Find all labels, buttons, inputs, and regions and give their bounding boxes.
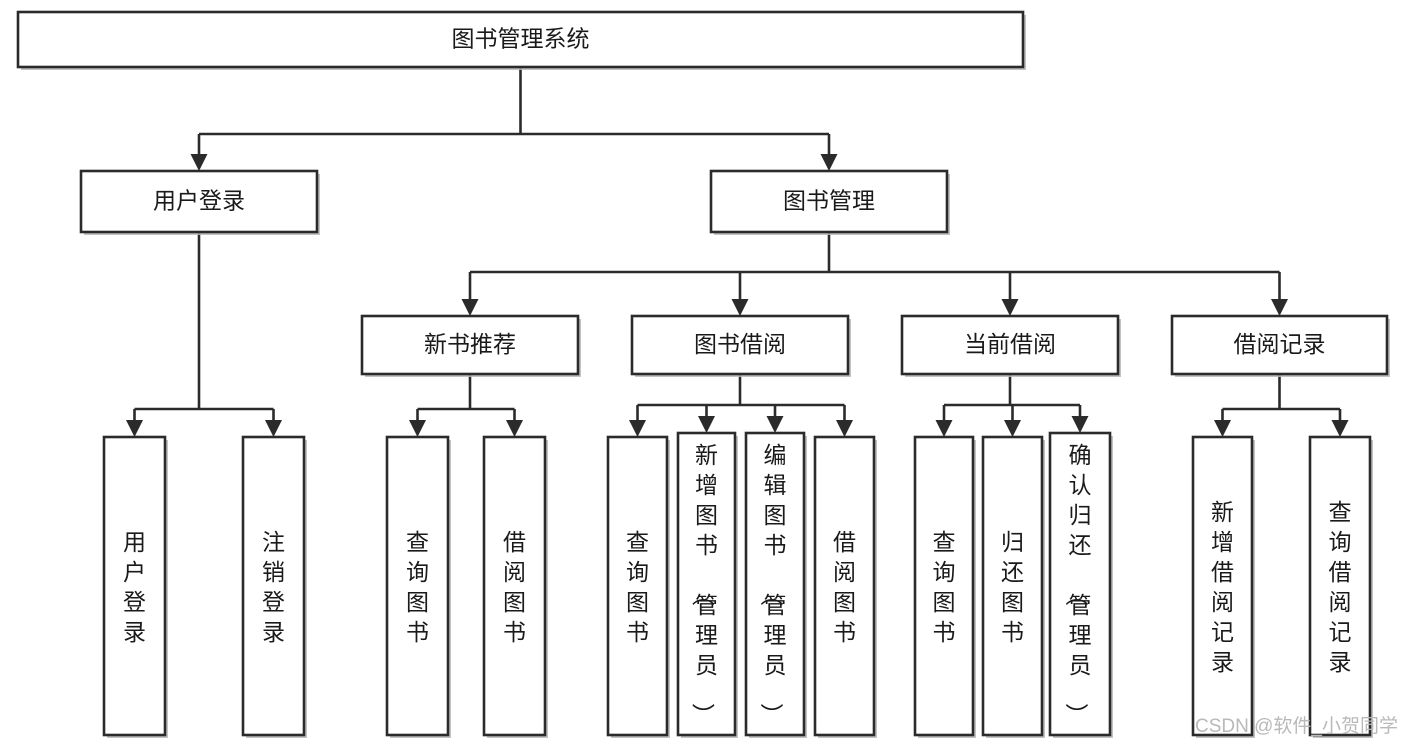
node-l2-user-login[interactable]: 用户登录	[79, 169, 320, 235]
node-rect[interactable]	[744, 431, 806, 737]
node-rect[interactable]	[630, 314, 850, 376]
node-label: 用户登录	[123, 529, 146, 645]
node-rect[interactable]	[241, 435, 306, 737]
node-rect[interactable]	[981, 435, 1044, 737]
node-label: 确认归还（管理员）	[1064, 442, 1092, 726]
connector-arrowhead	[461, 299, 479, 316]
connector-arrowhead	[731, 299, 749, 316]
node-l3-new-book-rec[interactable]: 新书推荐	[360, 314, 581, 377]
connector-arrowhead	[1001, 299, 1019, 316]
connector-arrowhead	[820, 154, 838, 171]
connector-arrowhead	[1331, 420, 1349, 437]
connector-arrowhead	[629, 420, 646, 437]
connector-arrowhead	[190, 154, 208, 171]
node-rect[interactable]	[813, 435, 876, 737]
node-layer: 图书管理系统用户登录图书管理新书推荐图书借阅当前借阅借阅记录用户登录注销登录查询…	[16, 10, 1390, 738]
csdn-watermark: CSDN @软件_小贺同学	[1195, 715, 1398, 737]
node-label: 借阅图书	[503, 529, 526, 645]
connector-arrowhead	[1271, 299, 1288, 316]
node-leaf-query-book-cur[interactable]: 查询图书	[913, 435, 976, 738]
connector-group	[1214, 374, 1349, 437]
node-l3-current-borrow[interactable]: 当前借阅	[900, 314, 1121, 377]
node-leaf-return-book[interactable]: 归还图书	[981, 435, 1045, 738]
node-label: 新增借阅记录	[1211, 499, 1234, 675]
connector-arrowhead	[409, 420, 426, 437]
node-label: 借阅图书	[833, 529, 856, 645]
node-rect[interactable]	[1191, 435, 1254, 737]
node-root[interactable]: 图书管理系统	[16, 10, 1026, 70]
node-label: 查询图书	[626, 529, 649, 645]
connector-group	[935, 374, 1089, 437]
node-leaf-edit-book[interactable]: 编辑图书（管理员）	[744, 431, 807, 738]
node-label: 图书借阅	[694, 331, 786, 357]
node-leaf-logout-login[interactable]: 注销登录	[241, 435, 307, 738]
connector-group	[461, 232, 1288, 316]
node-leaf-add-book[interactable]: 新增图书（管理员）	[676, 431, 738, 738]
node-rect[interactable]	[913, 435, 975, 737]
node-label: 查询借阅记录	[1329, 499, 1352, 675]
connector-group	[409, 374, 523, 437]
node-rect[interactable]	[606, 435, 669, 737]
connector-arrowhead	[836, 420, 853, 437]
connector-arrowhead	[1004, 420, 1021, 437]
node-rect[interactable]	[385, 435, 450, 737]
connector-arrowhead	[935, 420, 953, 437]
connector-arrowhead	[1214, 420, 1231, 437]
node-l2-book-manage[interactable]: 图书管理	[709, 169, 950, 235]
node-leaf-borrow-book[interactable]: 借阅图书	[813, 435, 877, 738]
node-rect[interactable]	[709, 169, 949, 234]
node-rect[interactable]	[900, 314, 1120, 376]
node-rect[interactable]	[102, 435, 167, 737]
node-label: 图书管理	[783, 188, 875, 214]
connector-arrowhead	[506, 420, 523, 437]
node-label: 图书管理系统	[452, 26, 590, 52]
node-label: 注销登录	[262, 529, 285, 645]
node-rect[interactable]	[360, 314, 580, 376]
connector-arrowhead	[265, 420, 282, 437]
connector-layer	[126, 67, 1349, 437]
node-rect[interactable]	[1308, 435, 1372, 737]
node-rect[interactable]	[79, 169, 319, 234]
node-rect[interactable]	[1170, 314, 1389, 376]
connector-group	[190, 67, 838, 171]
node-label: 借阅记录	[1234, 331, 1326, 357]
node-leaf-add-record[interactable]: 新增借阅记录	[1191, 435, 1255, 738]
connector-group	[629, 374, 853, 437]
node-leaf-user-login[interactable]: 用户登录	[102, 435, 168, 738]
node-label: 查询图书	[406, 529, 429, 645]
node-leaf-borrow-book-rec[interactable]: 借阅图书	[482, 435, 548, 738]
connector-arrowhead	[126, 420, 143, 437]
connector-arrowhead	[1071, 416, 1089, 433]
node-l3-borrow-record[interactable]: 借阅记录	[1170, 314, 1390, 377]
node-rect[interactable]	[482, 435, 547, 737]
node-label: 用户登录	[153, 188, 245, 214]
node-leaf-query-book-borrow[interactable]: 查询图书	[606, 435, 670, 738]
node-rect[interactable]	[676, 431, 737, 737]
node-l3-book-borrow[interactable]: 图书借阅	[630, 314, 851, 377]
node-label: 归还图书	[1001, 529, 1024, 645]
node-label: 编辑图书（管理员）	[759, 442, 787, 726]
connector-group	[126, 232, 282, 437]
node-leaf-query-record[interactable]: 查询借阅记录	[1308, 435, 1373, 738]
node-label: 新书推荐	[424, 331, 516, 357]
connector-arrowhead	[766, 416, 784, 433]
node-label: 当前借阅	[964, 331, 1056, 357]
node-leaf-confirm-return[interactable]: 确认归还（管理员）	[1048, 431, 1113, 738]
node-leaf-query-book-rec[interactable]: 查询图书	[385, 435, 451, 738]
connector-arrowhead	[698, 416, 715, 433]
node-label: 新增图书（管理员）	[690, 442, 718, 726]
node-rect[interactable]	[1048, 431, 1112, 737]
node-rect[interactable]	[16, 10, 1025, 69]
node-label: 查询图书	[933, 529, 956, 645]
